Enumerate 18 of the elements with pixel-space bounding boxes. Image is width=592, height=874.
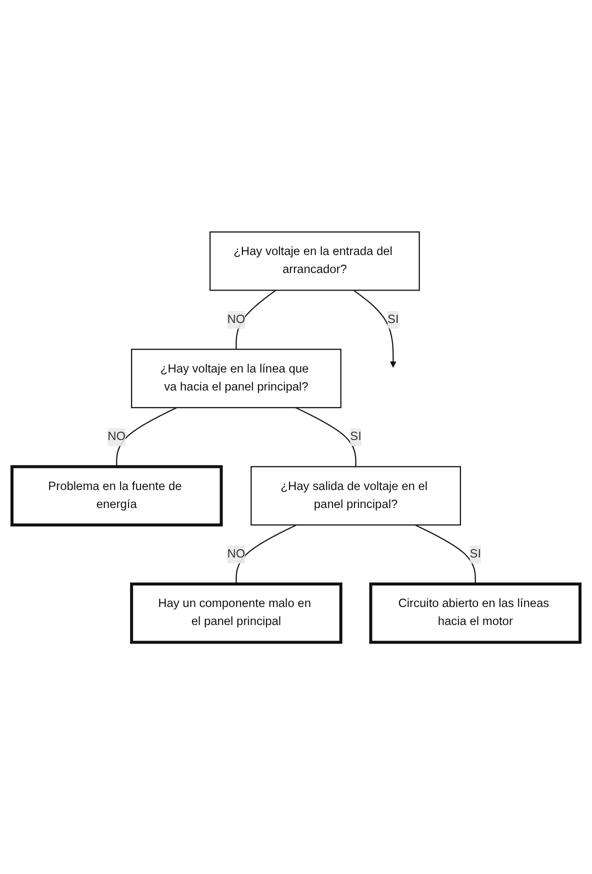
connector	[414, 524, 476, 584]
edge-label: NO	[227, 312, 246, 326]
connector	[116, 406, 178, 467]
arrow	[353, 290, 396, 368]
node-box: Problema en la fuente de energía	[10, 465, 223, 526]
node-box: ¿Hay voltaje en la entrada del arrancador?	[210, 231, 420, 291]
node-box: ¿Hay voltaje en la línea que va hacia el panel principal?	[131, 348, 342, 408]
node-box: ¿Hay salida de voltaje en el panel principal?	[250, 466, 461, 526]
node-box: Circuito abierto en las líneas hacia el motor	[369, 582, 582, 644]
connector	[295, 406, 356, 467]
edge-label: NO	[108, 430, 126, 443]
edge-label: SI	[388, 312, 399, 326]
edge-label: NO	[227, 548, 246, 560]
edge-label: SI	[350, 430, 362, 443]
connector	[236, 524, 297, 584]
connector	[236, 290, 276, 350]
edge-label: SI	[470, 548, 482, 560]
node-box: Hay un componente malo en el panel principal	[130, 582, 342, 644]
